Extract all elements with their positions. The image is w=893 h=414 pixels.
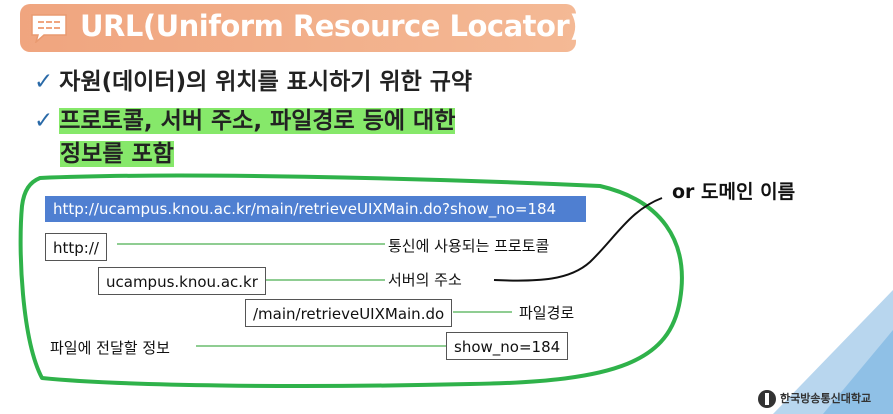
speech-bubble-icon — [31, 14, 67, 43]
title-banner: URL(Uniform Resource Locator) — [20, 4, 583, 52]
server-description: 서버의 주소 — [388, 271, 462, 289]
domain-name-note: or 도메인 이름 — [672, 181, 796, 203]
bullet-2-line1: 프로토콜, 서버 주소, 파일경로 등에 대한 — [59, 108, 456, 134]
bullet-1-text: 자원(데이터)의 위치를 표시하기 위한 규약 — [59, 69, 473, 95]
server-box: ucampus.knou.ac.kr — [98, 267, 266, 295]
university-logo: 한국방송통신대학교 — [758, 390, 871, 408]
check-icon: ✓ — [34, 108, 54, 134]
logo-emblem-icon — [758, 390, 776, 408]
hand-drawn-frame — [18, 173, 684, 388]
corner-decoration — [773, 290, 893, 414]
path-box: /main/retrieveUIXMain.do — [245, 299, 453, 327]
bullet-2-continued: 정보를 포함 — [60, 134, 174, 168]
query-box: show_no=184 — [446, 332, 569, 360]
bullet-2-line2: 정보를 포함 — [60, 141, 174, 167]
protocol-box: http:// — [45, 233, 107, 261]
check-icon: ✓ — [34, 69, 54, 95]
bullet-1: ✓자원(데이터)의 위치를 표시하기 위한 규약 — [34, 62, 472, 96]
bullet-2: ✓프로토콜, 서버 주소, 파일경로 등에 대한 — [34, 101, 456, 135]
domain-note-arrow — [493, 197, 663, 282]
page-title: URL(Uniform Resource Locator) — [80, 9, 583, 43]
query-description: 파일에 전달할 정보 — [50, 339, 170, 357]
protocol-description: 통신에 사용되는 프로토콜 — [388, 237, 550, 255]
logo-text: 한국방송통신대학교 — [780, 392, 872, 405]
path-description: 파일경로 — [519, 304, 575, 322]
full-url-bar: http://ucampus.knou.ac.kr/main/retrieveU… — [45, 196, 586, 222]
